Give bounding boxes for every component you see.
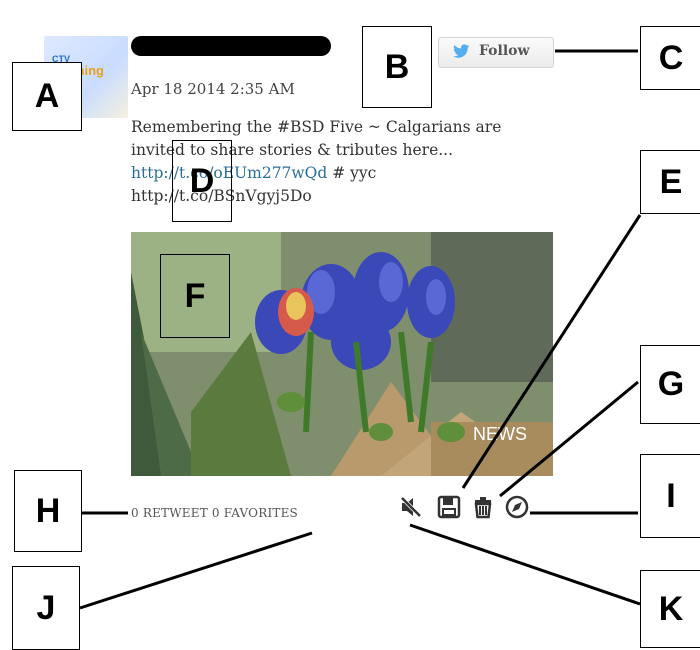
redacted-username: [131, 36, 331, 56]
twitter-bird-icon: [453, 44, 470, 58]
follow-button[interactable]: Follow: [438, 37, 554, 68]
callout-h: H: [14, 470, 82, 552]
callout-j: J: [12, 566, 80, 650]
callout-c: C: [640, 26, 700, 90]
tweet-hashtag: # yyc: [327, 164, 377, 182]
tweet-link[interactable]: http://t.co/oEUm277wQd: [131, 164, 328, 182]
callout-d: D: [172, 140, 232, 222]
save-icon[interactable]: [436, 494, 462, 520]
callout-g: G: [640, 345, 700, 424]
retweet-favorite-stats: 0 RETWEET 0 FAVORITES: [131, 506, 298, 520]
callout-i: I: [640, 454, 700, 538]
callout-e: E: [640, 150, 700, 214]
tweet-date: Apr 18 2014 2:35 AM: [131, 80, 295, 98]
compass-icon[interactable]: [504, 494, 530, 520]
callout-f: F: [160, 254, 230, 338]
tweet-line: http://t.co/oEUm277wQd # yyc: [131, 162, 551, 185]
mute-icon[interactable]: [398, 494, 424, 520]
photo-watermark: NEWS: [473, 424, 527, 444]
tweet-text: Remembering the #BSD Five ~ Calgarians a…: [131, 116, 551, 208]
callout-b: B: [362, 26, 432, 108]
tweet-line: invited to share stories & tributes here…: [131, 141, 454, 159]
callout-a: A: [12, 62, 82, 131]
trash-icon[interactable]: [470, 494, 496, 520]
callout-k: K: [640, 570, 700, 648]
tweet-link[interactable]: http://t.co/BSnVgyj5Do: [131, 187, 312, 205]
tweet-line: Remembering the #BSD Five ~ Calgarians a…: [131, 118, 502, 136]
follow-label: Follow: [479, 43, 530, 59]
